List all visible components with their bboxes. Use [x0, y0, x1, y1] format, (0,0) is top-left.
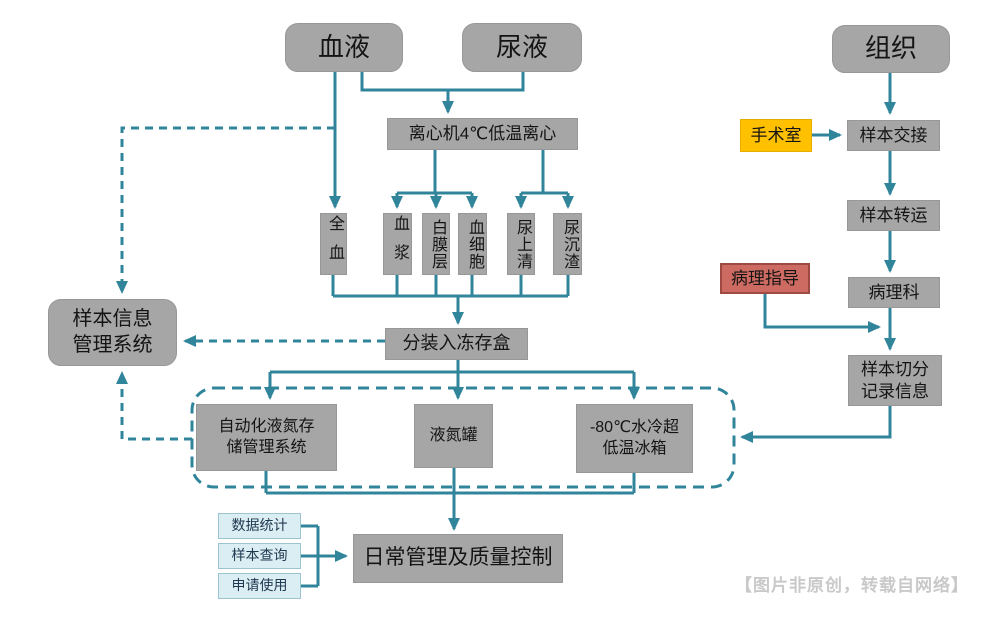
edge-cutting-storage [740, 406, 892, 443]
edge-dashed-top-infosys [116, 126, 335, 294]
node-blood: 血液 [285, 23, 403, 72]
node-pathology-dept: 病理科 [848, 277, 940, 308]
node-sample-transfer: 样本转运 [847, 200, 940, 231]
node-pathology-guidance: 病理指导 [720, 263, 810, 294]
node-operating-room: 手术室 [740, 119, 812, 152]
node-sample-cutting: 样本切分 记录信息 [848, 355, 942, 406]
node-tissue: 组织 [832, 25, 950, 73]
edge-aliquot-split [270, 360, 634, 374]
edge-aux-bus [301, 524, 320, 588]
node-daily-management: 日常管理及质量控制 [353, 534, 563, 583]
node-urine-sediment: 尿沉渣 [553, 213, 582, 275]
edge-dashed-storage-infosys [116, 371, 192, 441]
node-urine: 尿液 [462, 23, 582, 72]
edge-storage-bus [264, 468, 636, 495]
node-buffy-coat: 白膜层 [422, 213, 450, 275]
node-aliquot: 分装入冻存盒 [385, 328, 528, 360]
edge-pathology-guidance [763, 294, 881, 333]
edge-fractions-bus [331, 275, 570, 298]
edge-centrifuge-splits [397, 150, 568, 195]
node-whole-blood: 全血 [320, 213, 347, 275]
node-blood-cells: 血细胞 [458, 213, 487, 275]
node-ln2-tank: 液氮罐 [414, 404, 493, 468]
node-urine-supernatant: 尿上清 [507, 213, 535, 275]
node-apply-use: 申请使用 [218, 573, 301, 599]
node-sample-info-system: 样本信息 管理系统 [48, 299, 177, 366]
storage-area-outline [190, 386, 736, 489]
node-sample-handover: 样本交接 [847, 120, 940, 151]
node-ult-freezer: -80℃水冷超 低温冰箱 [576, 404, 693, 473]
node-sample-query: 样本查询 [218, 543, 301, 569]
node-plasma: 血浆 [383, 213, 412, 275]
edge-blood-urine-merge [360, 72, 525, 92]
node-data-statistics: 数据统计 [218, 513, 301, 539]
node-centrifuge: 离心机4℃低温离心 [387, 118, 578, 150]
watermark-text: 【图片非原创，转载自网络】 [735, 576, 969, 595]
node-auto-ln2-storage: 自动化液氮存 储管理系统 [196, 404, 337, 471]
